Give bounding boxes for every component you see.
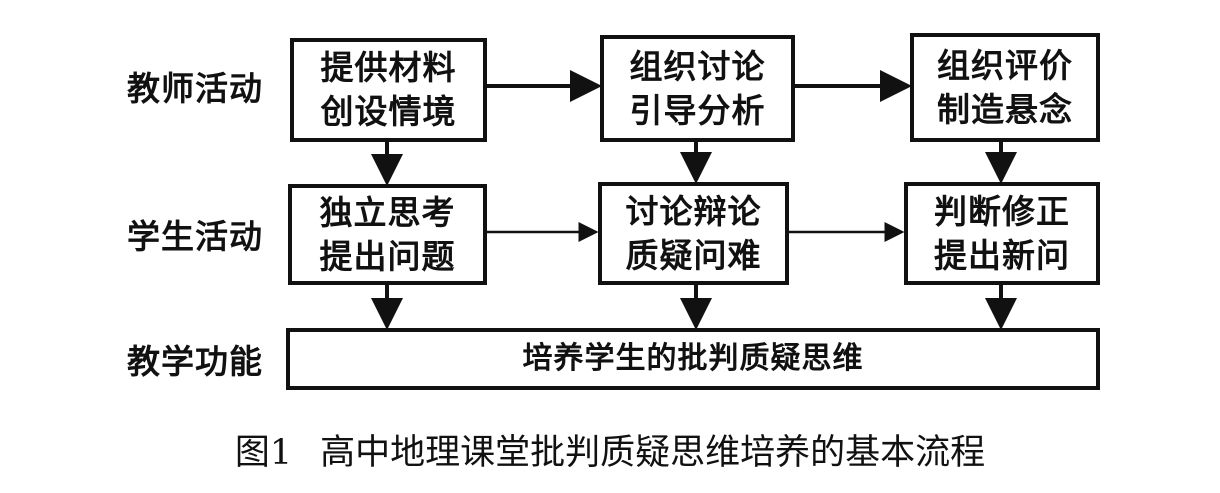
teacher-box-2-line2: 引导分析 <box>629 90 766 130</box>
teacher-box-2: 组织讨论 引导分析 <box>600 35 795 142</box>
student-box-2-line2: 质疑问难 <box>625 235 762 275</box>
teacher-box-3-line2: 制造悬念 <box>937 89 1073 129</box>
teacher-box-1-line2: 创设情境 <box>320 92 457 131</box>
function-box-text: 培养学生的批判质疑思维 <box>522 341 864 376</box>
student-box-3: 判断修正 提出新问 <box>904 182 1100 285</box>
teacher-box-1-line1: 提供材料 <box>320 48 457 87</box>
student-box-3-line1: 判断修正 <box>934 191 1070 231</box>
teacher-box-2-line1: 组织讨论 <box>629 46 766 86</box>
figure-caption: 图1 高中地理课堂批判质疑思维培养的基本流程 <box>0 436 1220 471</box>
teacher-box-1: 提供材料 创设情境 <box>290 38 487 142</box>
caption-number: 图1 <box>234 433 293 473</box>
teacher-box-3: 组织评价 制造悬念 <box>910 33 1100 142</box>
student-box-3-line2: 提出新问 <box>934 235 1070 275</box>
student-box-1-line1: 独立思考 <box>319 192 456 232</box>
function-box: 培养学生的批判质疑思维 <box>286 328 1100 390</box>
row-label-function: 教学功能 <box>127 342 263 381</box>
student-box-2: 讨论辩论 质疑问难 <box>598 182 789 285</box>
teacher-box-3-line1: 组织评价 <box>937 45 1073 85</box>
student-box-2-line1: 讨论辩论 <box>625 191 762 231</box>
row-label-teacher: 教师活动 <box>127 69 263 108</box>
caption-title: 高中地理课堂批判质疑思维培养的基本流程 <box>320 433 986 473</box>
student-box-1: 独立思考 提出问题 <box>288 184 487 285</box>
row-label-student: 学生活动 <box>127 217 263 256</box>
student-box-1-line2: 提出问题 <box>319 236 456 276</box>
